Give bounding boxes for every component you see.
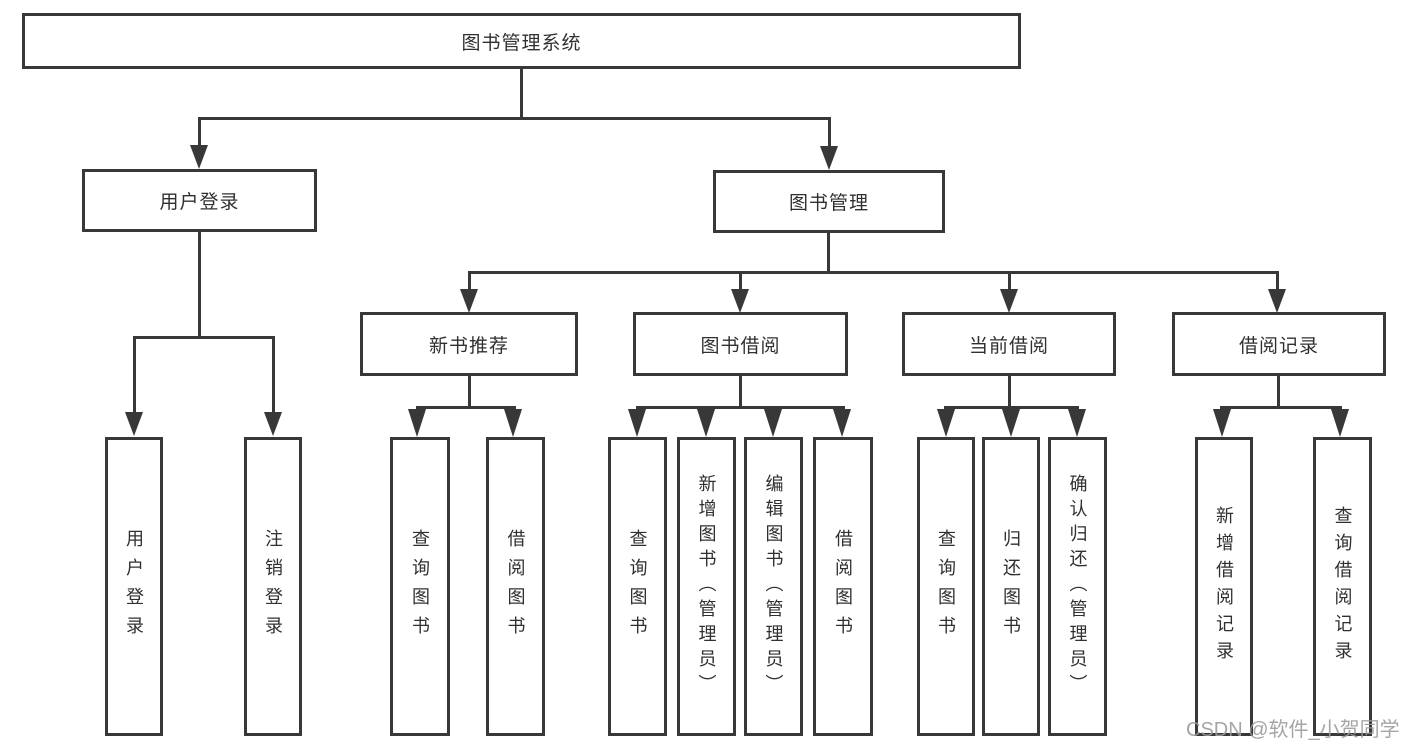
arrow-leaf — [628, 409, 646, 437]
arrow-new-book — [460, 289, 478, 313]
connector-new-book-stem — [468, 375, 471, 408]
leaf-query-books: 查询图书 — [608, 437, 667, 736]
leaf-query-borrow-record: 查询借阅记录 — [1313, 437, 1372, 736]
leaf-logout: 注销登录 — [244, 437, 302, 736]
connector-root-stem — [520, 69, 523, 119]
connector-to-book-borrow — [739, 271, 742, 293]
connector-book-borrow-branch — [636, 406, 845, 409]
connector-book-management-stem — [827, 233, 830, 273]
connector-level1-branch — [198, 117, 831, 120]
connector-to-book-management — [828, 117, 831, 150]
leaf-edit-books-admin: 编辑图书（管理员） — [744, 437, 803, 736]
connector-to-leaf-logout — [272, 336, 275, 414]
arrow-leaf — [833, 409, 851, 437]
connector-new-book-branch — [416, 406, 516, 409]
node-book-borrow: 图书借阅 — [633, 312, 848, 376]
arrow-leaf — [1331, 409, 1349, 437]
arrow-leaf — [1068, 409, 1086, 437]
arrow-leaf-login — [125, 412, 143, 436]
connector-current-borrow-stem — [1008, 375, 1011, 408]
node-new-book-recommend: 新书推荐 — [360, 312, 578, 376]
connector-to-current-borrow — [1008, 271, 1011, 293]
arrow-leaf — [697, 409, 715, 437]
connector-book-borrow-stem — [739, 375, 742, 408]
arrow-book-management — [820, 146, 838, 170]
connector-level2-branch — [468, 271, 1279, 274]
connector-user-login-stem — [198, 232, 201, 338]
connector-to-leaf-login — [133, 336, 136, 414]
leaf-query-books: 查询图书 — [917, 437, 975, 736]
arrow-leaf-logout — [264, 412, 282, 436]
node-borrow-records: 借阅记录 — [1172, 312, 1386, 376]
arrow-leaf — [504, 409, 522, 437]
arrow-leaf — [408, 409, 426, 437]
connector-current-borrow-branch — [944, 406, 1079, 409]
arrow-leaf — [1213, 409, 1231, 437]
arrow-current-borrow — [1000, 289, 1018, 313]
leaf-borrow-books: 借阅图书 — [486, 437, 545, 736]
connector-to-new-book — [468, 271, 471, 293]
connector-to-borrow-records — [1276, 271, 1279, 293]
arrow-borrow-records — [1268, 289, 1286, 313]
node-user-login: 用户登录 — [82, 169, 317, 232]
leaf-add-borrow-record: 新增借阅记录 — [1195, 437, 1253, 736]
arrow-user-login — [190, 145, 208, 169]
leaf-add-books-admin: 新增图书（管理员） — [677, 437, 736, 736]
connector-to-user-login — [198, 117, 201, 150]
arrow-leaf — [937, 409, 955, 437]
arrow-book-borrow — [731, 289, 749, 313]
arrow-leaf — [764, 409, 782, 437]
connector-borrow-records-stem — [1277, 375, 1280, 408]
csdn-watermark: CSDN @软件_小贺同学 — [1186, 719, 1400, 741]
connector-borrow-records-branch — [1220, 406, 1342, 409]
leaf-confirm-return-admin: 确认归还（管理员） — [1048, 437, 1107, 736]
connector-user-login-branch — [133, 336, 275, 339]
leaf-query-books: 查询图书 — [390, 437, 450, 736]
leaf-borrow-books: 借阅图书 — [813, 437, 873, 736]
arrow-leaf — [1002, 409, 1020, 437]
node-current-borrow: 当前借阅 — [902, 312, 1116, 376]
leaf-user-login: 用户登录 — [105, 437, 163, 736]
leaf-return-books: 归还图书 — [982, 437, 1040, 736]
node-root-library-system: 图书管理系统 — [22, 13, 1021, 69]
node-book-management: 图书管理 — [713, 170, 945, 233]
